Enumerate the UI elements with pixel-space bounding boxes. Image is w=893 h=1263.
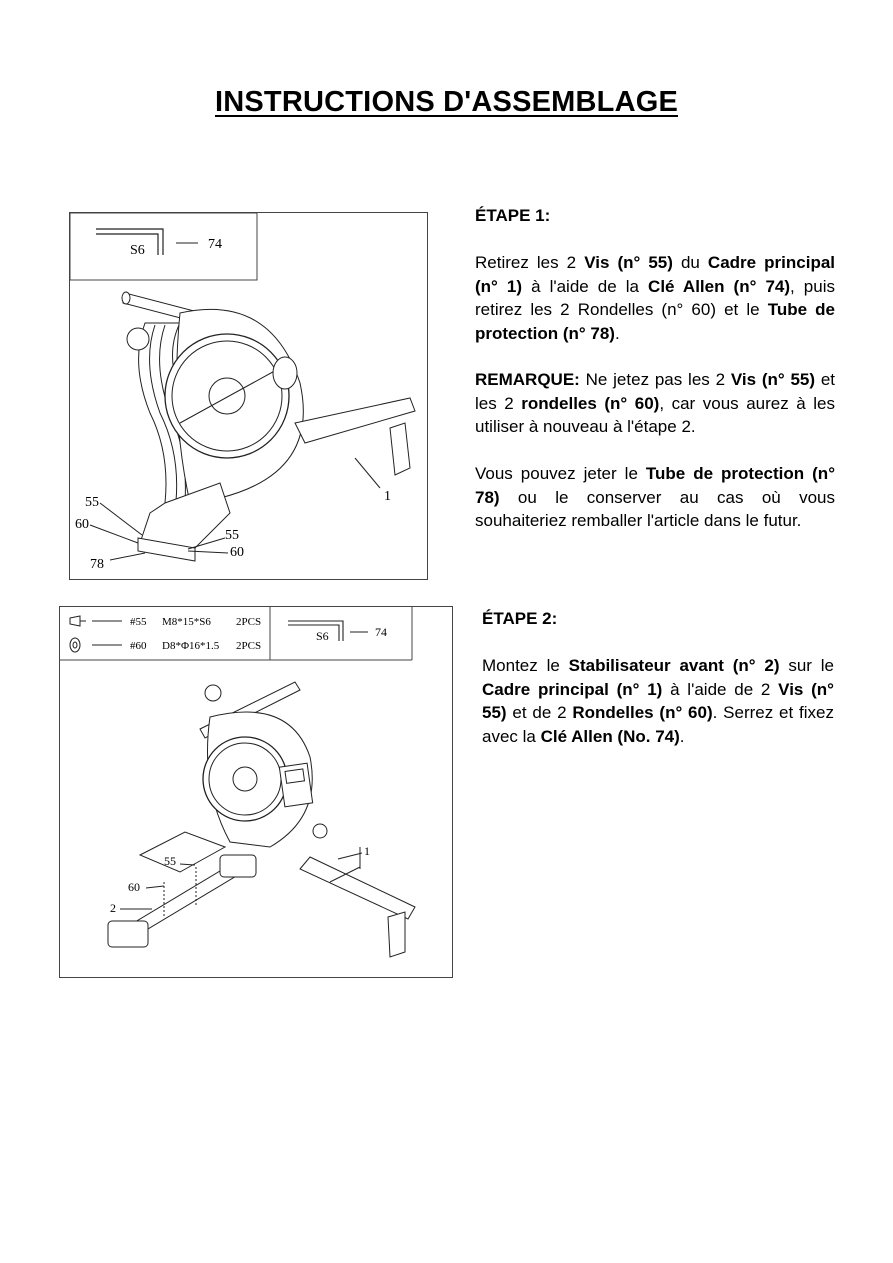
text: du [672, 253, 708, 272]
callout-78: 78 [90, 557, 104, 572]
text: . Serrez et fixez avec la [482, 703, 834, 746]
page-title: INSTRUCTIONS D'ASSEMBLAGE [214, 86, 679, 118]
text: Montez le [482, 656, 569, 675]
part-60-qty: 2PCS [236, 640, 261, 652]
text: , car vous aurez à les utiliser à nouvea… [475, 393, 835, 437]
part-55-qty: 2PCS [236, 616, 261, 628]
text: à l'aide de 2 [662, 679, 779, 699]
rowing-machine-diagram-step2: #55 M8*15*S6 2PCS #60 D8*Φ16*1.5 2PCS S6… [60, 607, 416, 958]
step1-paragraph-2: REMARQUE: Ne jetez pas les 2 Vis (n° 55)… [475, 368, 835, 439]
step1-figure: S6 74 55 60 78 55 60 1 [69, 212, 428, 580]
text: . [614, 323, 620, 343]
callout-55b: 55 [225, 528, 239, 543]
text: Vous pouvez jeter le [475, 464, 646, 483]
bold-text: Rondelles (n° 60) [572, 703, 713, 722]
part-60-spec: D8*Φ16*1.5 [162, 640, 220, 652]
tool-size-label: S6 [130, 243, 145, 258]
text: Ne jetez pas les 2 [579, 370, 731, 389]
bold-text: Clé Allen (n° 74) [648, 276, 791, 296]
tool-size-label: S6 [316, 629, 329, 643]
callout-1: 1 [364, 844, 370, 858]
bold-text: rondelles (n° 60) [521, 393, 660, 413]
callout-1: 1 [384, 489, 391, 504]
callout-60: 60 [128, 880, 140, 894]
callout-60b: 60 [230, 545, 244, 560]
text: sur le [779, 656, 834, 675]
washer-icon [69, 637, 81, 653]
screw-icon [69, 615, 86, 627]
tool-number-label: 74 [208, 237, 222, 252]
step1-heading: ÉTAPE 1: [475, 206, 551, 225]
callout-60: 60 [75, 517, 89, 532]
callout-55: 55 [164, 854, 176, 868]
part-55-spec: M8*15*S6 [162, 616, 211, 628]
rowing-machine-diagram-step1: S6 74 55 60 78 55 60 1 [70, 213, 416, 572]
text: et de 2 [506, 703, 573, 722]
step1-paragraph-3: Vous pouvez jeter le Tube de protection … [475, 462, 835, 533]
bold-text: Tube de protection (n° 78) [475, 300, 835, 343]
text: ou le conserver au cas où vous souhaiter… [475, 487, 835, 531]
allen-key-icon [288, 620, 344, 641]
bold-text: Tube de protection (n° 78) [475, 464, 835, 507]
callout-2: 2 [110, 901, 116, 915]
bold-text: Vis (n° 55) [482, 679, 834, 723]
bold-text: Clé Allen (No. 74) [540, 726, 680, 746]
bold-text: Cadre principal (n° 1) [482, 679, 663, 699]
step2-paragraph-1: Montez le Stabilisateur avant (n° 2) sur… [482, 654, 834, 748]
part-55-number: #55 [130, 616, 147, 628]
text: à l'aide de la [522, 276, 649, 296]
bold-text: Stabilisateur avant (n° 2) [568, 656, 780, 675]
bold-text: Cadre principal (n° 1) [475, 253, 836, 296]
text: Retirez les 2 [475, 253, 585, 272]
bold-text: Vis (n° 55) [584, 253, 673, 272]
callout-55: 55 [85, 495, 99, 510]
allen-key-icon [96, 228, 164, 255]
step1-paragraph-1: Retirez les 2 Vis (n° 55) du Cadre princ… [475, 251, 835, 345]
part-60-number: #60 [130, 640, 147, 652]
text: et les 2 [475, 370, 835, 413]
tool-number-label: 74 [375, 625, 387, 639]
bold-text: REMARQUE: [475, 370, 580, 389]
step2-figure: #55 M8*15*S6 2PCS #60 D8*Φ16*1.5 2PCS S6… [59, 606, 453, 978]
step2-heading: ÉTAPE 2: [482, 609, 558, 628]
text: , puis retirez les 2 Rondelles (n° 60) e… [475, 276, 835, 320]
text: . [679, 726, 685, 746]
bold-text: Vis (n° 55) [730, 370, 816, 389]
